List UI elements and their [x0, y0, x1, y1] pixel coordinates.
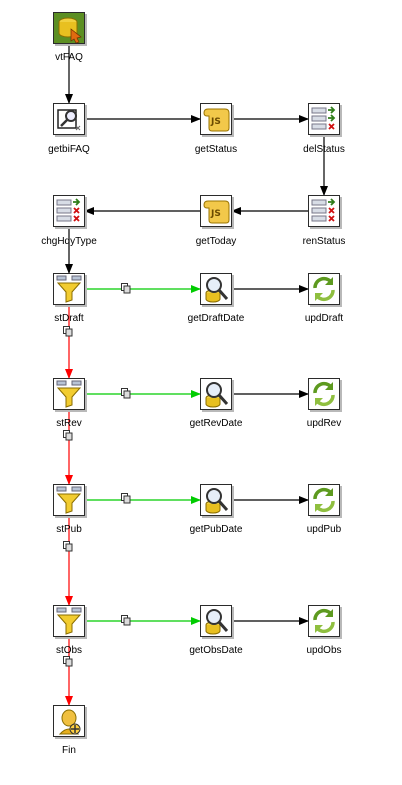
copy-rows-icon	[63, 656, 73, 667]
step-stpub[interactable]	[53, 484, 85, 516]
step-label: getToday	[195, 236, 237, 247]
step-chghdytype[interactable]	[53, 195, 85, 227]
filter-rows-icon	[56, 275, 82, 303]
step-updpub[interactable]	[308, 484, 340, 516]
step-getstatus[interactable]: JS	[200, 103, 232, 135]
update-icon	[313, 276, 335, 302]
abort-icon	[55, 707, 83, 735]
step-label: updDraft	[304, 313, 344, 324]
copy-rows-icon	[63, 430, 73, 441]
update-icon	[313, 381, 335, 407]
step-label: renStatus	[302, 236, 346, 247]
step-getpubdate[interactable]	[200, 484, 232, 516]
database-lookup-icon	[205, 382, 229, 408]
step-label: updObs	[306, 645, 342, 656]
step-strev[interactable]	[53, 378, 85, 410]
step-label: getObsDate	[189, 645, 243, 656]
step-label: delStatus	[303, 144, 345, 155]
step-updrev[interactable]	[308, 378, 340, 410]
svg-text:JS: JS	[210, 117, 221, 127]
step-label: stDraft	[54, 313, 84, 324]
step-getrevdate[interactable]	[200, 378, 232, 410]
step-label: stObs	[55, 645, 83, 656]
javascript-icon: JS	[203, 200, 230, 224]
table-input-icon	[54, 13, 84, 43]
copy-rows-icon	[63, 326, 73, 337]
step-stdraft[interactable]	[53, 273, 85, 305]
select-values-icon	[56, 198, 81, 222]
copy-rows-icon	[121, 615, 131, 626]
database-lookup-icon	[205, 609, 229, 635]
filter-rows-icon	[56, 607, 82, 635]
update-icon	[313, 487, 335, 513]
copy-rows-icon	[63, 541, 73, 552]
step-updobs[interactable]	[308, 605, 340, 637]
database-lookup-icon	[205, 488, 229, 514]
step-label: getbiFAQ	[48, 144, 90, 155]
step-getbifaq[interactable]	[53, 103, 85, 135]
filter-rows-icon	[56, 486, 82, 514]
step-vtfaq[interactable]	[53, 12, 85, 44]
step-gettoday[interactable]: JS	[200, 195, 232, 227]
filter-rows-icon	[56, 380, 82, 408]
step-getdraftdate[interactable]	[200, 273, 232, 305]
step-upddraft[interactable]	[308, 273, 340, 305]
update-icon	[313, 608, 335, 634]
database-lookup-icon	[55, 105, 83, 133]
javascript-icon: JS	[203, 108, 230, 132]
select-values-icon	[311, 106, 336, 130]
step-label: updRev	[306, 418, 342, 429]
step-label: chgHdyType	[41, 236, 97, 247]
step-getobsdate[interactable]	[200, 605, 232, 637]
copy-rows-icon	[121, 493, 131, 504]
step-stobs[interactable]	[53, 605, 85, 637]
copy-rows-icon	[121, 283, 131, 294]
step-label: getStatus	[194, 144, 238, 155]
svg-text:JS: JS	[210, 209, 221, 219]
step-label: Fin	[62, 745, 76, 756]
step-label: getPubDate	[189, 524, 243, 535]
step-label: stRev	[56, 418, 82, 429]
step-label: getDraftDate	[187, 313, 245, 324]
step-label: vtFAQ	[55, 52, 83, 63]
step-label: updPub	[306, 524, 342, 535]
step-delstatus[interactable]	[308, 103, 340, 135]
step-label: stPub	[56, 524, 82, 535]
database-lookup-icon	[205, 277, 229, 303]
copy-rows-icon	[121, 388, 131, 399]
select-values-icon	[311, 198, 336, 222]
step-renstatus[interactable]	[308, 195, 340, 227]
step-label: getRevDate	[189, 418, 243, 429]
step-fin[interactable]	[53, 705, 85, 737]
